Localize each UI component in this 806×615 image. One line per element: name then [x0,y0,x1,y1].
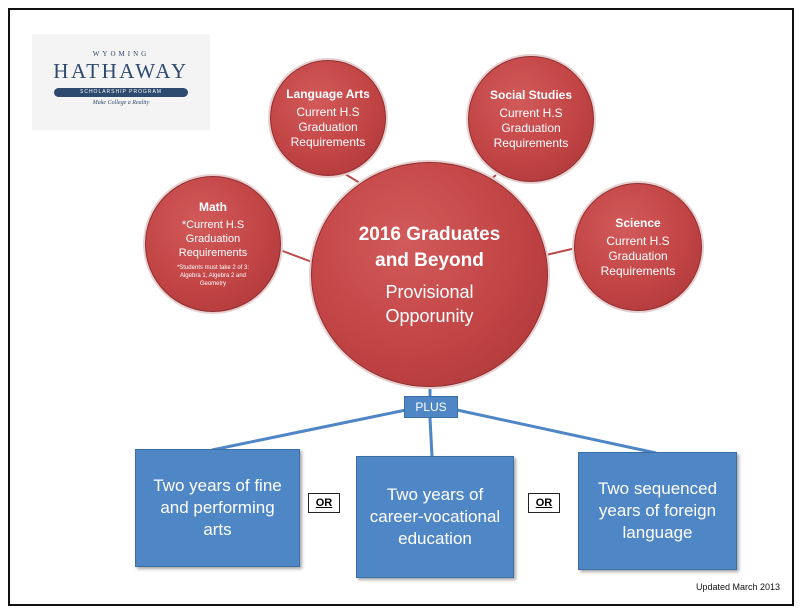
language-arts-line-2: Graduation [298,119,358,134]
hathaway-logo: WYOMING HATHAWAY SCHOLARSHIP PROGRAM Mak… [32,34,210,130]
math-title: Math [199,200,227,214]
science-title: Science [615,215,661,230]
logo-tagline: Make College a Reality [92,100,150,106]
connector-language-arts [344,173,361,184]
career-line-3: education [398,529,472,548]
fine-arts-line-2: and performing [160,498,275,517]
foreign-language-line-2: years of foreign [598,501,717,520]
science-circle: Science Current H.S Graduation Requireme… [574,183,702,311]
plus-box: PLUS [404,396,458,418]
social-studies-line-1: Current H.S [499,105,563,120]
foreign-language-line-1: Two sequenced [597,479,718,498]
foreign-language-option-box: Two sequenced years of foreign language [578,452,737,570]
or-label-left: OR [308,493,340,513]
language-arts-title: Language Arts [286,86,370,101]
science-line-1: Current H.S [606,233,670,248]
language-arts-line-1: Current H.S [296,104,360,119]
math-line-1: *Current H.S [181,219,245,231]
math-line-3: Requirements [178,247,248,259]
logo-state-text: WYOMING [92,50,150,58]
career-line-2: career-vocational [369,507,501,526]
logo-name: HATHAWAY [53,59,189,83]
center-circle: 2016 Graduates and Beyond Provisional Op… [311,162,548,387]
math-line-2: Graduation [185,233,241,245]
or-label-right: OR [528,493,560,513]
career-line-1: Two years of [386,485,484,504]
foreign-language-line-3: language [622,523,693,542]
science-line-3: Requirements [600,263,676,278]
fine-arts-line-1: Two years of fine [153,476,282,495]
social-studies-line-3: Requirements [493,135,569,150]
center-subtitle-line-2: Opporunity [385,305,474,326]
connector-plus-arts [211,408,407,452]
science-line-2: Graduation [608,248,668,263]
language-arts-line-3: Requirements [290,134,366,149]
fine-arts-option-box: Two years of fine and performing arts [135,449,300,567]
social-studies-circle: Social Studies Current H.S Graduation Re… [468,56,594,182]
logo-band: SCHOLARSHIP PROGRAM [54,88,188,97]
connector-math [279,249,313,263]
math-note-line-2: Algebra 1, Algebra 2 and [179,273,247,279]
social-studies-line-2: Graduation [501,120,561,135]
center-subtitle-line-1: Provisional [385,281,474,302]
fine-arts-line-3: arts [203,520,232,539]
center-title-line-2: and Beyond [375,249,484,271]
center-title-line-1: 2016 Graduates [358,223,501,245]
updated-date: Updated March 2013 [695,582,780,592]
language-arts-circle: Language Arts Current H.S Graduation Req… [270,60,386,176]
career-vocational-option-box: Two years of career-vocational education [356,456,514,578]
math-circle: Math *Current H.S Graduation Requirement… [145,176,281,312]
connector-plus-language [456,408,657,455]
math-note-line-3: Geometry [199,281,227,287]
connector-science [545,247,577,256]
math-note-line-1: *Students must take 2 of 3: [176,265,250,271]
connector-plus-career [428,417,434,458]
social-studies-title: Social Studies [489,87,573,102]
